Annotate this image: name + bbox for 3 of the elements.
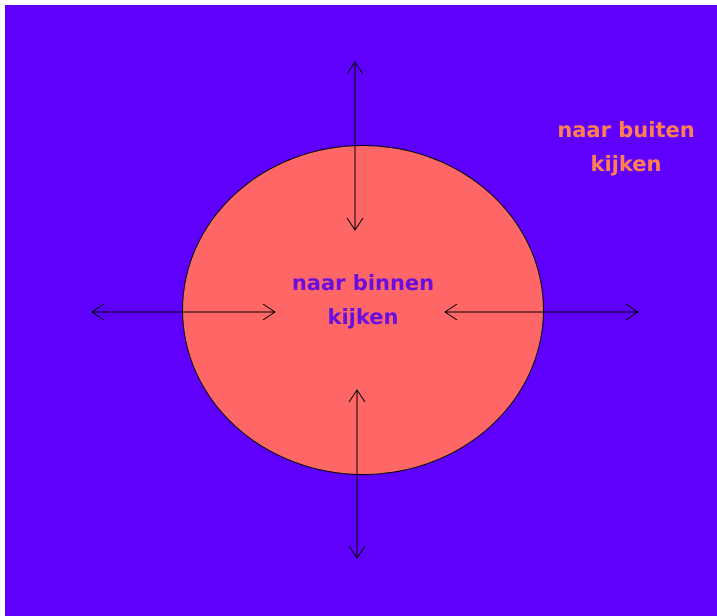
background-panel	[5, 5, 717, 616]
node-text: naar binnen kijken	[290, 270, 436, 331]
node-text: naar buiten kijken	[556, 117, 696, 178]
